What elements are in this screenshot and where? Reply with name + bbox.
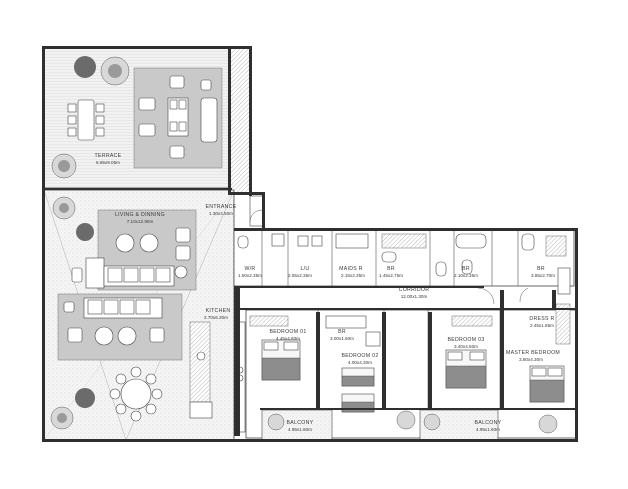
living-dim: 7.10x12.90m — [127, 219, 154, 224]
balcony1-label: BALCONY — [287, 420, 314, 426]
terrace-label: TERRACE — [95, 153, 122, 159]
maids-label: MAIDS R — [339, 266, 363, 272]
br2-dim: 2.10x2.35m — [454, 273, 478, 278]
bedroom3-dim: 3.40x4.60m — [454, 344, 478, 349]
living-area: LIVING & DINNING 7.10x12.90m — [43, 189, 235, 441]
bedroom2-dim: 4.00x4.30m — [348, 360, 372, 365]
tree-icon — [75, 388, 95, 408]
balcony2-label: BALCONY — [475, 420, 502, 426]
master-label: MASTER BEDROOM — [506, 350, 560, 356]
lu-label: L/U — [301, 266, 310, 272]
entrance-area: ENTRANCE 1.30x4.50m — [206, 195, 265, 227]
corridor-dim: 12.00x1.30m — [401, 294, 428, 299]
wr-label: W/R — [245, 266, 256, 272]
master-dim: 3.80x4.30m — [519, 357, 543, 362]
shrub-icon — [267, 413, 285, 431]
kitchen-dim: 2.70x6.30m — [204, 315, 228, 320]
kitchen-label: KITCHEN — [206, 308, 231, 314]
br1-label: BR — [387, 266, 395, 272]
shrub-icon — [538, 414, 558, 434]
bedroom2-label: BEDROOM 02 — [341, 353, 378, 359]
corridor-label: CORRIDOR — [399, 287, 430, 293]
br3-label: BR — [537, 266, 545, 272]
tree-icon — [74, 56, 96, 78]
terrace-area: TERRACE 6.65x9.05m — [43, 47, 251, 194]
shrub-icon — [396, 410, 416, 430]
entrance-dim: 1.30x4.50m — [209, 211, 233, 216]
bedroom3-label: BEDROOM 03 — [447, 337, 484, 343]
service-rooms: W/R 1.50x2.35m L/U 2.55x2.35m MAIDS R 2.… — [233, 229, 575, 295]
balcony2-dim: 4.95x1.60m — [476, 427, 500, 432]
br4-label: BR — [338, 329, 346, 335]
living-label: LIVING & DINNING — [115, 212, 165, 218]
dress-label: DRESS R — [529, 316, 554, 322]
bedrooms-area: BEDROOM 01 4.45x4.60m BR 3.00x1.60m BEDR… — [245, 303, 577, 439]
tree-icon — [76, 223, 94, 241]
terrace-dim: 6.65x9.05m — [96, 160, 120, 165]
maids-dim: 2.15x2.35m — [341, 273, 365, 278]
bedroom1-label: BEDROOM 01 — [269, 329, 306, 335]
bedroom1-dim: 4.45x4.60m — [276, 336, 300, 341]
corridor-area: CORRIDOR 12.00x1.30m — [399, 287, 529, 305]
br2-label: BR — [462, 266, 470, 272]
dress-dim: 2.45x1.85m — [530, 323, 554, 328]
walls — [42, 46, 578, 442]
br3-dim: 3.85x2.70m — [531, 273, 555, 278]
br4-dim: 3.00x1.60m — [330, 336, 354, 341]
lu-dim: 2.55x2.35m — [288, 273, 312, 278]
wr-dim: 1.50x2.35m — [238, 273, 262, 278]
br1-dim: 1.45x2.75m — [379, 273, 403, 278]
entrance-label: ENTRANCE — [206, 204, 237, 210]
shrub-icon — [423, 413, 441, 431]
balcony1-dim: 4.95x1.60m — [288, 427, 312, 432]
